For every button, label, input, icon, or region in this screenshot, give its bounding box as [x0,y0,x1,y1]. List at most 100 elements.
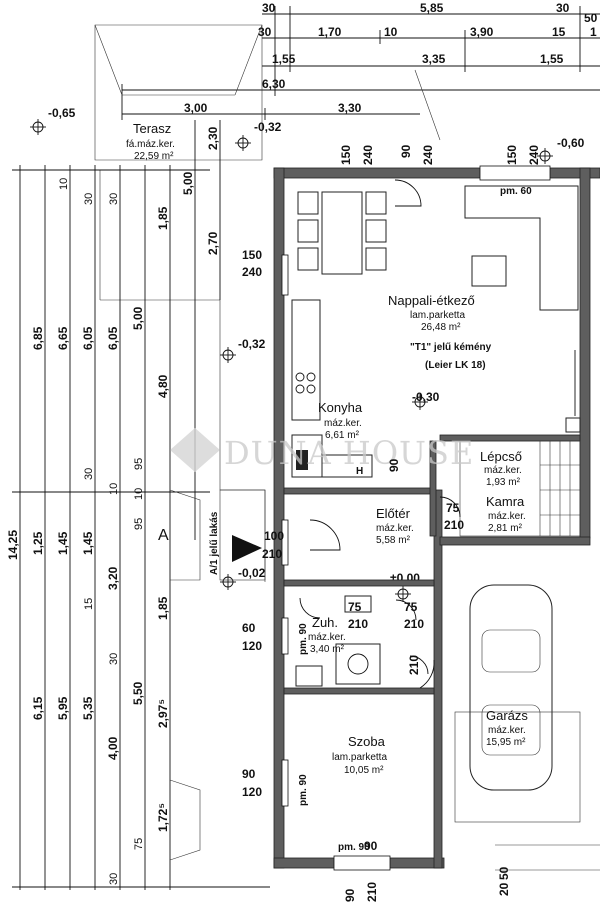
dim-left-500b: 5,00 [181,171,195,195]
dim-left-145a: 1,45 [56,531,70,555]
dim-top-1: 1 [590,25,597,39]
living-name: Nappali-étkező [388,293,475,308]
dim-left-15: 15 [83,598,95,610]
shower-fixtures [295,595,381,687]
opening-4-h: 240 [242,265,262,279]
opening-6-h: 210 [444,518,464,532]
garage-name: Garázs [486,708,528,723]
garage-dim-50: 50 [497,866,511,880]
dim-left-2975: 2,97⁵ [156,699,170,728]
dim-left-95b: 95 [133,518,145,530]
stairs-floor: máz.ker. [484,465,522,476]
level-terrace: -0,65 [48,106,76,120]
left-dimension-lines [12,120,270,890]
hall-floor: máz.ker. [376,523,414,534]
stairs [459,350,581,537]
dim-left-595: 5,95 [56,696,70,720]
dim-top-300: 3,00 [184,101,208,115]
dim-top-30c: 30 [258,25,272,39]
entry-marker: A [158,527,169,544]
opening-3-h: 240 [527,145,541,165]
window-pm60: pm. 60 [500,186,532,197]
opening-5-w: 100 [264,529,284,543]
opening-2-w: 90 [399,144,413,158]
dim-left-605b: 6,05 [106,326,120,350]
opening-10-w: 90 [242,767,256,781]
dim-left-480: 4,80 [156,374,170,398]
opening-1-w: 150 [339,145,353,165]
terrace-name: Terasz [133,121,171,136]
window-pm90a: pm. 90 [298,623,309,655]
entry-arrow-icon [232,535,262,562]
opening-11-h: 210 [365,882,379,902]
sofa [464,185,579,311]
opening-9-w: 60 [242,621,256,635]
dim-left-145b: 1,45 [81,531,95,555]
room-area: 10,05 m² [344,765,384,776]
window-pm90b: pm. 90 [298,774,309,806]
opening-7-w: 75 [348,600,362,614]
dim-left-400: 4,00 [106,736,120,760]
hall-name: Előtér [376,506,411,521]
opening-9-h: 120 [242,639,262,653]
shower-floor: máz.ker. [308,632,346,643]
kitchen-counter [291,299,373,478]
dim-left-320: 3,20 [106,566,120,590]
dim-left-550: 5,50 [131,681,145,705]
dim-top-10: 10 [384,25,398,39]
chimney-line2: (Leier LK 18) [425,360,486,371]
dim-left-10a: 10 [58,178,70,190]
opening-3-w: 150 [505,145,519,165]
dim-left-30d: 30 [108,653,120,665]
opening-12-w: 90 [343,888,357,902]
dim-left-10b: 10 [108,483,120,495]
dim-left-30b: 30 [108,193,120,205]
terrace-floor: fá.máz.ker. [126,139,175,150]
dim-left-10c: 10 [133,488,145,500]
dim-top-390: 3,90 [470,25,494,39]
opening-10-h: 120 [242,785,262,799]
watermark-logo [170,428,220,472]
dim-top-585: 5,85 [420,1,444,15]
top-dimension-lines [121,6,600,120]
dim-top-170: 1,70 [318,25,342,39]
entry-label: A/1 jelű lakás [209,511,220,575]
fixture-h: H [356,466,363,477]
opening-5-h: 210 [262,547,282,561]
opening-7-h: 210 [348,617,368,631]
dining-table [297,191,387,275]
garage-dim-20: 20 [497,882,511,896]
level-side: -0,60 [557,136,585,150]
opening-14-h: 210 [407,655,421,675]
living-floor: lam.parketta [410,310,465,321]
chimney-line1: "T1" jelű kémény [410,342,492,353]
shower-name: Zuh. [312,615,338,630]
dim-left-665: 6,65 [56,326,70,350]
windows [281,165,551,871]
dim-top-335: 3,35 [422,52,446,66]
room-name: Szoba [348,734,386,749]
garage-floor: máz.ker. [488,725,526,736]
left-annex [169,300,266,861]
dim-left-1425: 14,25 [6,530,20,560]
watermark: DUNA HOUSE [224,434,474,472]
opening-4-w: 150 [242,248,262,262]
dim-left-185b: 1,85 [156,596,170,620]
opening-13-w: 90 [387,458,401,472]
pantry-floor: máz.ker. [488,511,526,522]
car-icon [454,584,581,823]
pantry-area: 2,81 m² [488,523,523,534]
dim-left-615: 6,15 [31,696,45,720]
dim-top-330: 3,30 [338,101,362,115]
dim-left-685: 6,85 [31,326,45,350]
dim-left-30c: 30 [83,468,95,480]
opening-6-w: 75 [446,501,460,515]
dim-left-185a: 1,85 [156,206,170,230]
dim-left-230: 2,30 [206,126,220,150]
dim-top-155a: 1,55 [272,52,296,66]
level-marker-icon [30,119,553,602]
opening-8-w: 75 [404,600,418,614]
shower-area: 3,40 m² [310,644,345,655]
dim-top-30b: 30 [556,1,570,15]
garage-area: 15,95 m² [486,737,526,748]
